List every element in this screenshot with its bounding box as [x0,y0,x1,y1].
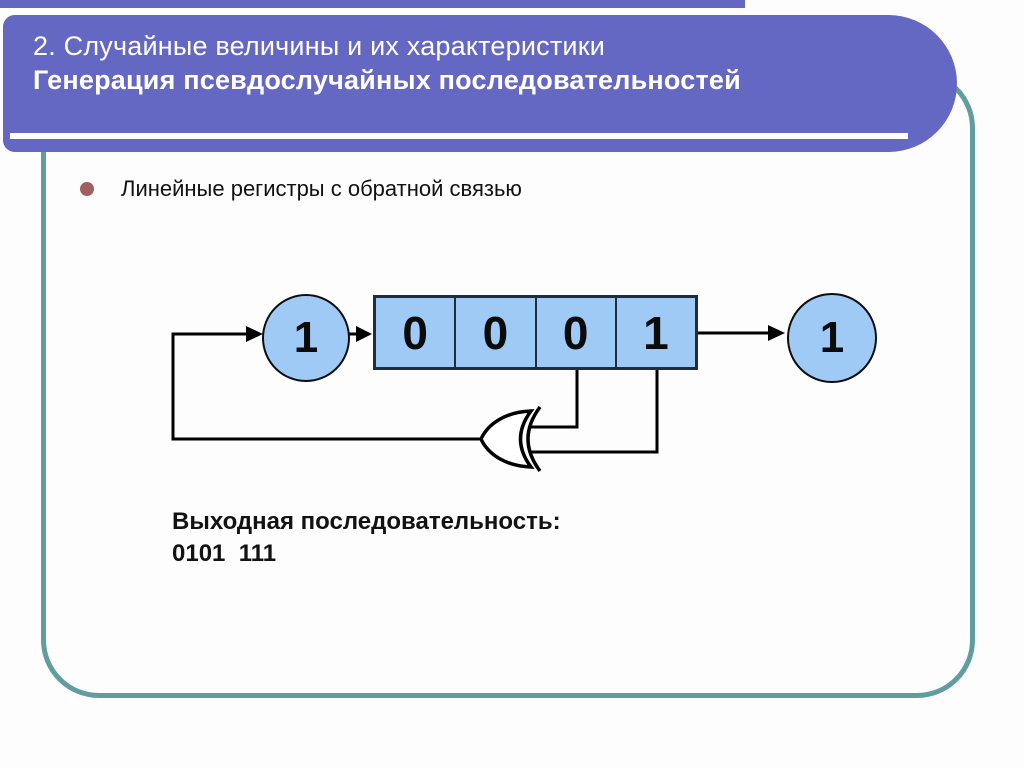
slide-header: 2. Случайные величины и их характеристик… [3,15,957,152]
feedback-wire [171,332,480,441]
bullet-icon [80,182,94,196]
input-bit-value: 1 [293,313,319,362]
xor-gate-icon [479,409,535,469]
header-title-line1: 2. Случайные величины и их характеристик… [33,31,605,61]
shift-register: 0 0 0 1 [373,295,698,370]
register-cell-2: 0 [454,298,534,367]
output-arrowhead-icon [768,325,785,341]
tap-wire-2 [531,369,659,454]
output-bit-value: 1 [819,313,845,362]
xor-gate-second-arc-icon [526,405,542,473]
register-cell-4: 1 [614,298,695,367]
bullet-text: Линейные регистры с обратной связью [121,176,522,201]
top-strip [0,0,745,8]
tap-wire-1 [531,369,579,429]
output-value: 0101 111 [172,540,277,567]
header-underline [10,133,908,139]
register-cell-3: 0 [534,298,615,367]
output-bit-circle: 1 [787,293,877,383]
shift-arrowhead-icon [356,326,372,342]
input-arrowhead-icon [246,326,263,342]
register-cell-1: 0 [402,306,428,359]
header-title-line2: Генерация псевдослучайных последовательн… [33,65,741,95]
input-bit-circle: 1 [262,294,350,382]
output-label: Выходная последовательность: [172,508,561,535]
